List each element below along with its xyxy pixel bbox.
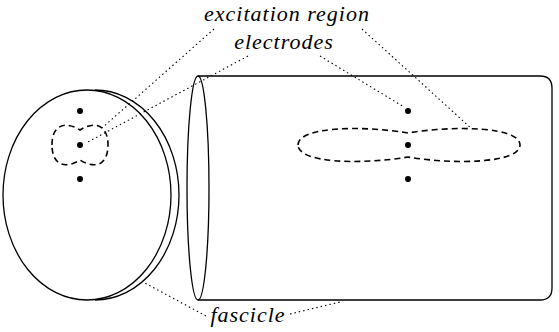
excitation-region-outline (52, 125, 108, 165)
leader-line (86, 56, 248, 143)
leader-line (290, 302, 340, 314)
leader-line (102, 29, 214, 128)
leader-line (320, 56, 404, 107)
electrode-dot (77, 108, 83, 114)
electrode-dot (405, 142, 411, 148)
fascicle-cross-section (3, 90, 171, 300)
fascicle-cylinder (198, 76, 552, 300)
part-label: excitation region (204, 3, 370, 25)
fascicle-end-arc (95, 90, 179, 300)
fascicle-cylinder-end (187, 76, 209, 300)
excitation-region-outline (298, 129, 520, 162)
electrode-dot (405, 176, 411, 182)
part-label: fascicle (210, 304, 285, 326)
leader-line (362, 29, 472, 129)
electrode-dot (405, 108, 411, 114)
electrode-dot (77, 142, 83, 148)
electrode-dot (77, 176, 83, 182)
leader-line (143, 282, 206, 316)
part-label: electrodes (234, 31, 334, 53)
